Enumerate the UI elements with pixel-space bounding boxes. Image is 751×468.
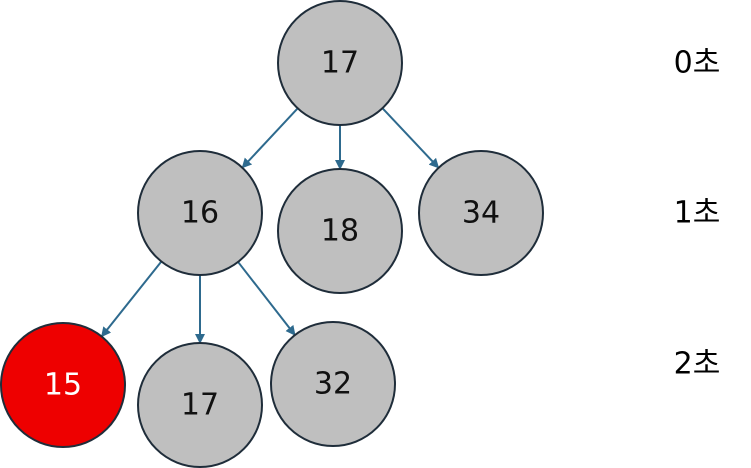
node-value: 18 (321, 214, 359, 249)
node-value: 32 (314, 367, 352, 402)
node-value: 17 (181, 388, 219, 423)
edge-arrow (241, 107, 299, 169)
tree-node-highlighted: 15 (0, 322, 126, 448)
tree-node: 18 (277, 168, 403, 294)
edge-arrow (381, 107, 440, 169)
node-value: 16 (181, 196, 219, 231)
time-label-level-1: 1초 (674, 196, 721, 231)
node-value: 15 (44, 368, 82, 403)
time-label-level-2: 2초 (674, 347, 721, 382)
time-label-level-0: 0초 (674, 46, 721, 81)
tree-node: 32 (270, 321, 396, 447)
node-value: 17 (321, 46, 359, 81)
tree-node: 34 (418, 150, 544, 276)
node-value: 34 (462, 196, 500, 231)
tree-node: 17 (277, 0, 403, 126)
edges (101, 107, 440, 344)
edge-arrow (101, 260, 163, 338)
tree-node: 16 (137, 150, 263, 276)
tree-node: 17 (137, 342, 263, 468)
edge-arrow (237, 261, 296, 336)
